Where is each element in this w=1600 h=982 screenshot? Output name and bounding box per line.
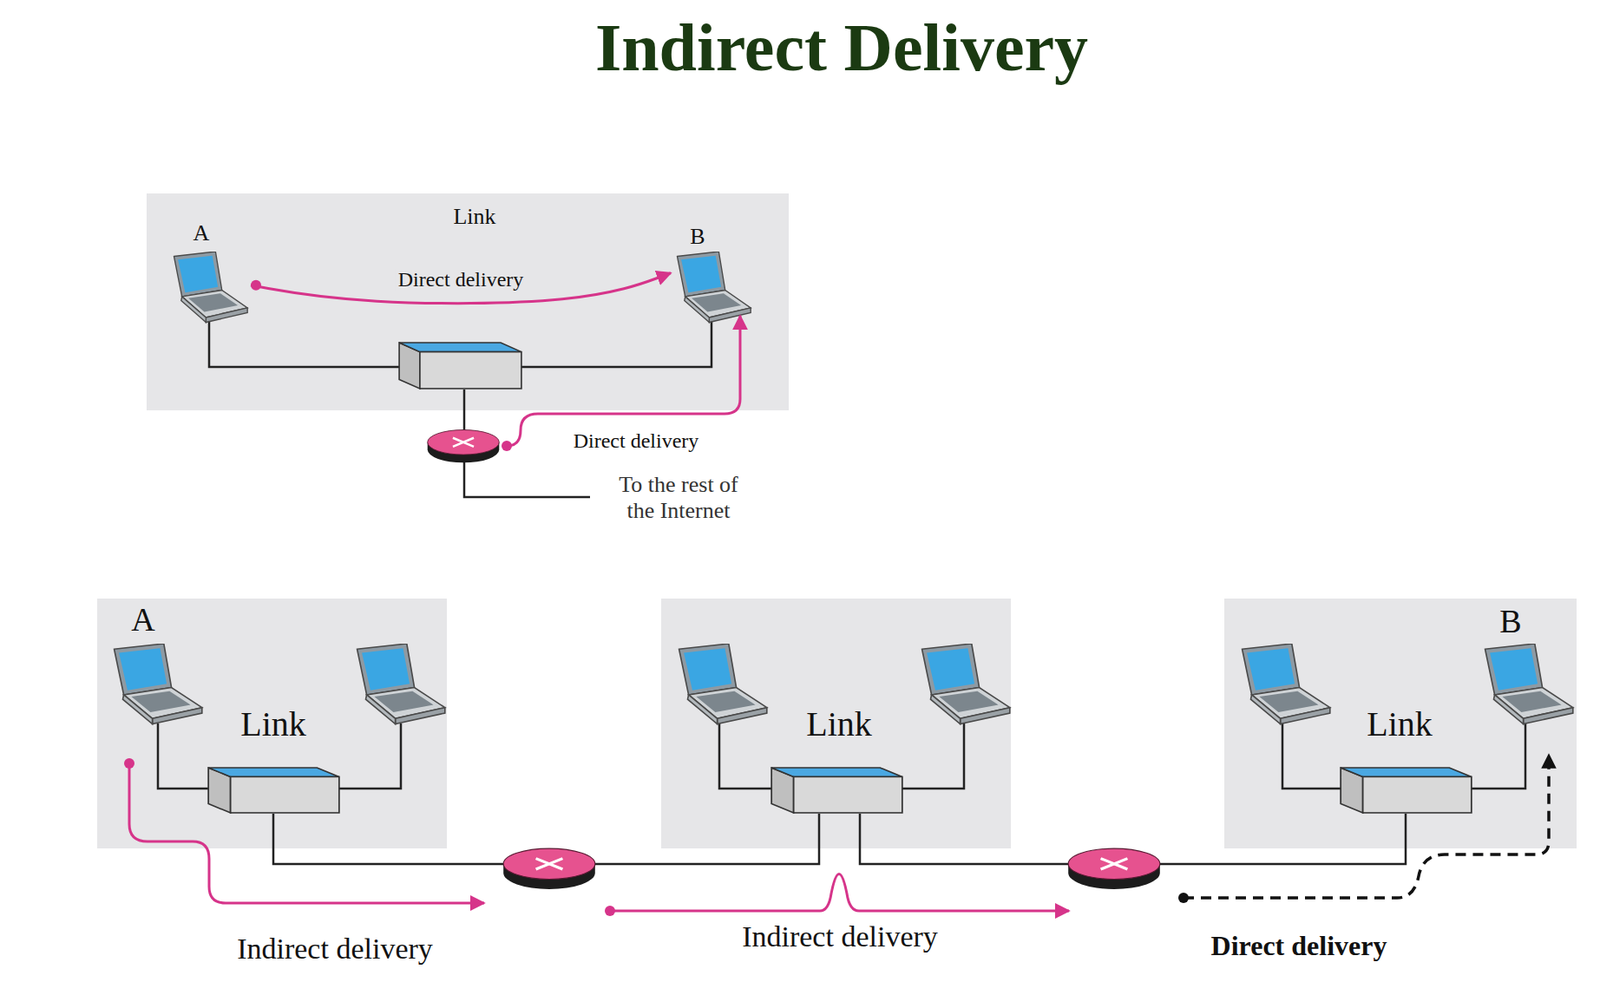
- host-name: A: [131, 601, 155, 640]
- wire: [1160, 813, 1406, 865]
- link-box: A B Link: [146, 193, 789, 411]
- link-ground: [661, 598, 1011, 849]
- wire: [1469, 723, 1526, 789]
- connector-start-dot: [250, 280, 262, 291]
- link-box: A Link: [97, 598, 447, 849]
- wire: [900, 723, 964, 789]
- wire: [463, 389, 466, 432]
- wire: [520, 321, 712, 368]
- router-icon: [427, 430, 500, 464]
- delivery-label: To the rest of the Internet: [610, 472, 747, 525]
- laptops: [114, 251, 1574, 725]
- delivery-arrow: [129, 763, 485, 904]
- routers: [427, 430, 1161, 890]
- link-box: B Link: [1224, 598, 1577, 849]
- wire: [209, 321, 401, 368]
- delivery-arrow: [609, 874, 1069, 912]
- host-node: A: [168, 223, 251, 327]
- delivery-label: Direct delivery: [1208, 930, 1391, 963]
- switch-icon: [1340, 767, 1472, 814]
- delivery-label: Indirect delivery: [234, 931, 436, 966]
- wires: [157, 321, 1526, 865]
- link-name: Link: [452, 203, 496, 230]
- laptop-icon: [1485, 643, 1574, 725]
- switch-icon: [208, 767, 340, 814]
- wire: [595, 813, 820, 865]
- switch-icon: [771, 767, 903, 814]
- delivery-label: Indirect delivery: [739, 919, 941, 954]
- switches: [208, 342, 1472, 814]
- wire: [464, 462, 591, 498]
- wire: [273, 813, 504, 865]
- laptop-icon: [677, 251, 752, 323]
- wire: [1282, 723, 1343, 789]
- switch-icon: [399, 342, 522, 389]
- router-icon: [503, 848, 596, 890]
- host-name: B: [1499, 603, 1522, 642]
- link-box: Link: [661, 598, 1011, 849]
- link-name: Link: [1366, 704, 1433, 745]
- host-name: B: [689, 223, 705, 250]
- wire: [338, 723, 401, 789]
- delivery-arrow: [506, 315, 741, 446]
- link-ground: [1224, 598, 1577, 849]
- wire: [719, 723, 774, 789]
- laptop-icon: [922, 643, 1010, 725]
- host-name: A: [193, 220, 210, 247]
- laptop-icon: [1242, 643, 1331, 725]
- host-node: A: [105, 603, 210, 734]
- delivery-paths: [124, 315, 1549, 917]
- wire: [859, 813, 1069, 865]
- laptop-icon: [174, 251, 249, 323]
- laptop-icon: [357, 643, 446, 725]
- link-ground: [146, 193, 789, 411]
- link-ground: [97, 598, 447, 849]
- delivery-label: Direct delivery: [570, 429, 702, 454]
- laptop-icon: [679, 643, 768, 725]
- router-icon: [1068, 848, 1161, 890]
- host-node: B: [1474, 603, 1577, 734]
- host-node: B: [670, 228, 754, 328]
- link-name: Link: [806, 704, 873, 745]
- delivery-arrow: [1183, 754, 1549, 899]
- laptop-icon: [114, 643, 203, 725]
- edge-label: Direct delivery: [395, 268, 527, 293]
- link-grounds: [97, 193, 1577, 849]
- title: Indirect Delivery: [595, 8, 1089, 87]
- link-name: Link: [240, 704, 307, 745]
- wire: [157, 723, 210, 789]
